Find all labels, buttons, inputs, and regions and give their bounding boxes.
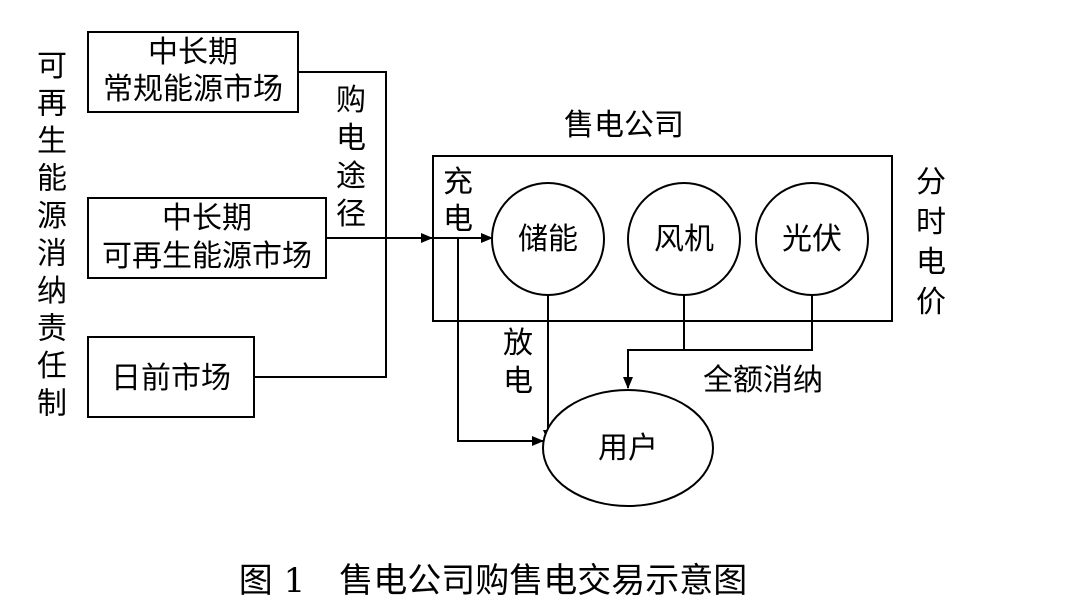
conventional-market-line2: 常规能源市场 — [103, 72, 283, 107]
conventional-to-path-line — [254, 71, 387, 378]
renewable-market-line2: 可再生能源市场 — [102, 239, 312, 274]
user-ellipse — [542, 389, 714, 507]
renewable-consumption-responsibility-label: 可再生能源消纳责任制 — [37, 49, 67, 422]
company-title: 售电公司 — [564, 108, 684, 143]
charge-label: 充电 — [443, 165, 473, 237]
tou-price-label: 分时电价 — [916, 165, 946, 320]
user-label: 用户 — [598, 431, 658, 466]
day-ahead-market-label: 日前市场 — [111, 361, 231, 396]
figure-caption: 图 1 售电公司购售电交易示意图 — [239, 561, 747, 601]
solar-to-junction-line — [623, 295, 813, 389]
day-ahead-market-box — [87, 336, 255, 418]
storage-label: 储能 — [518, 222, 578, 257]
full-consumption-label: 全额消纳 — [703, 363, 823, 398]
purchase-path-label: 购电途径 — [336, 83, 366, 232]
conventional-market-box — [87, 31, 299, 113]
discharge-label: 放电 — [503, 326, 533, 399]
purchase-direct-to-user-line — [457, 238, 544, 446]
renewable-market-box — [87, 197, 327, 279]
wind-turbine-label: 风机 — [654, 222, 714, 257]
renewable-market-line1: 中长期 — [162, 201, 252, 236]
conventional-market-line1: 中长期 — [148, 35, 238, 70]
solar-label: 光伏 — [782, 222, 842, 257]
